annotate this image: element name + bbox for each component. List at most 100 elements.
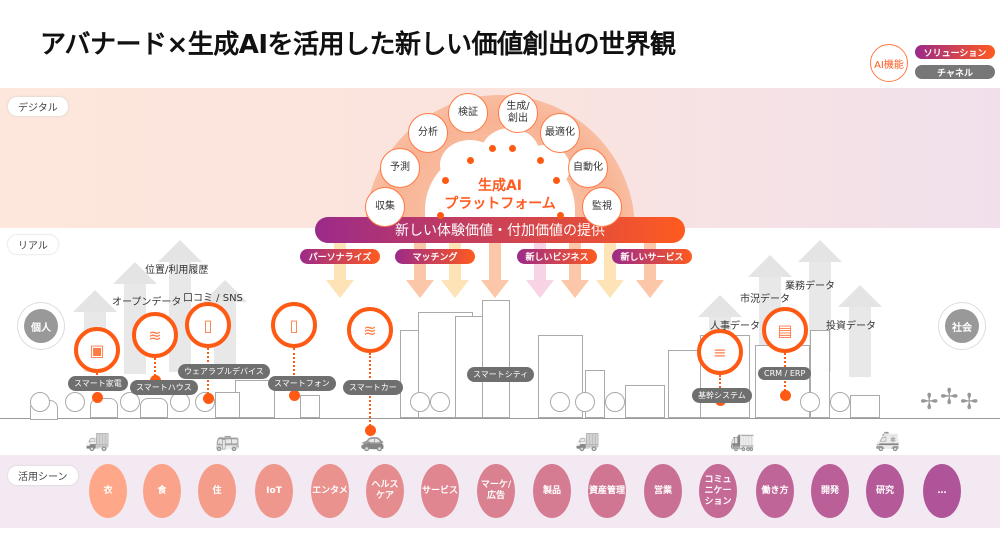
building (215, 392, 240, 418)
down-arrow-head (526, 280, 554, 298)
ai-function-node: 自動化 (568, 148, 608, 188)
tree (430, 392, 450, 412)
building (482, 300, 510, 418)
wind-turbine-icon: ✢ (940, 385, 959, 410)
legend-channel: チャネル (915, 65, 995, 79)
channel-label: スマートフォン (268, 376, 336, 391)
ai-function-node: 分析 (408, 113, 448, 153)
ai-function-node: 最適化 (540, 113, 580, 153)
vehicle-icon: 🚑 (875, 428, 900, 452)
channel-label: スマートカー (343, 380, 403, 395)
up-arrow-head (798, 240, 842, 262)
down-arrow-head (326, 280, 354, 298)
ai-function-node: 収集 (365, 187, 405, 227)
scene-item[interactable]: サービス (421, 464, 459, 518)
solution-pill: マッチング (395, 249, 475, 264)
tree (65, 392, 85, 412)
solution-pill: 新しいサービス (612, 249, 692, 264)
device-icon: ▯ (271, 302, 317, 348)
legend-ai-function: AI機能 (870, 44, 908, 82)
actor-society: 社会 (945, 309, 979, 343)
scene-item[interactable]: 開発 (811, 464, 849, 518)
data-label: オープンデータ (112, 297, 182, 308)
connector-dot (442, 177, 449, 184)
scene-item[interactable]: … (923, 464, 961, 518)
device-anchor-dot (780, 390, 791, 401)
scene-item[interactable]: 営業 (644, 464, 682, 518)
connector-dot (509, 145, 516, 152)
connector-dot (437, 212, 444, 219)
device-anchor-dot (92, 392, 103, 403)
scene-item[interactable]: 働き方 (756, 464, 794, 518)
zone-label-digital: デジタル (8, 97, 68, 116)
device-anchor-dot (289, 390, 300, 401)
legend-solution: ソリューション (915, 45, 995, 59)
ai-function-node: 検証 (448, 93, 488, 133)
actor-individual: 個人 (24, 309, 58, 343)
zone-label-scenes: 活用シーン (8, 466, 78, 485)
connector-dot (557, 212, 564, 219)
device-icon: ▯ (185, 302, 231, 348)
connector-dot (553, 177, 560, 184)
down-arrow-stem (489, 243, 501, 281)
channel-label: ウェアラブルデバイス (178, 364, 270, 379)
solution-pill: 新しいビジネス (517, 249, 597, 264)
device-anchor-dot (365, 425, 376, 436)
ai-function-node: 生成/ 創出 (498, 93, 538, 133)
up-arrow-head (113, 262, 157, 284)
scene-item[interactable]: IoT (255, 464, 293, 518)
device-icon: ▣ (74, 327, 120, 373)
house (140, 398, 168, 418)
building (625, 385, 665, 418)
up-arrow-head (73, 290, 117, 312)
scene-item[interactable]: 衣 (89, 464, 127, 518)
connector-line (719, 375, 721, 400)
vehicle-icon: 🚚 (575, 428, 600, 452)
scene-item[interactable]: マーケ/ 広告 (477, 464, 515, 518)
channel-label: スマート家電 (68, 376, 128, 391)
device-anchor-dot (203, 393, 214, 404)
channel-label-smart-city: スマートシティ (467, 367, 535, 382)
data-label: 市況データ (740, 294, 790, 305)
tree (550, 392, 570, 412)
tree (575, 392, 595, 412)
building (850, 395, 880, 418)
up-arrow-head (698, 295, 742, 317)
ai-function-node: 予測 (380, 148, 420, 188)
connector-dot (467, 157, 474, 164)
scene-item[interactable]: ヘルス ケア (366, 464, 404, 518)
scene-item[interactable]: 食 (143, 464, 181, 518)
building (300, 395, 320, 418)
down-arrow-head (561, 280, 589, 298)
scene-item[interactable]: エンタメ (311, 464, 349, 518)
tree (170, 392, 190, 412)
tree (30, 392, 50, 412)
channel-label: CRM / ERP (758, 367, 812, 380)
wind-turbine-icon: ✢ (960, 390, 979, 415)
up-arrow-stem (849, 307, 871, 377)
up-arrow-head (838, 285, 882, 307)
up-arrow-head (158, 240, 202, 262)
channel-label: 基幹システム (692, 388, 752, 403)
down-arrow-head (481, 280, 509, 298)
scene-item[interactable]: 資産管理 (588, 464, 626, 518)
data-label: 人事データ (710, 321, 760, 332)
device-icon: ≋ (132, 312, 178, 358)
ai-function-node: 監視 (582, 187, 622, 227)
up-arrow-head (203, 280, 247, 302)
scene-item[interactable]: コミュ ニケー ション (699, 464, 737, 518)
scene-item[interactable]: 研究 (866, 464, 904, 518)
solution-pill: パーソナライズ (300, 249, 380, 264)
device-icon: ≡ (697, 329, 743, 375)
ground-line (0, 418, 1000, 419)
device-icon: ▤ (762, 307, 808, 353)
platform-line1: 生成AI (477, 178, 523, 194)
zone-label-real: リアル (8, 235, 58, 254)
scene-item[interactable]: 製品 (533, 464, 571, 518)
tree (800, 392, 820, 412)
data-label: 位置/利用履歴 (145, 265, 209, 276)
down-arrow-head (441, 280, 469, 298)
data-label: 業務データ (785, 281, 835, 292)
scene-item[interactable]: 住 (198, 464, 236, 518)
connector-dot (537, 157, 544, 164)
